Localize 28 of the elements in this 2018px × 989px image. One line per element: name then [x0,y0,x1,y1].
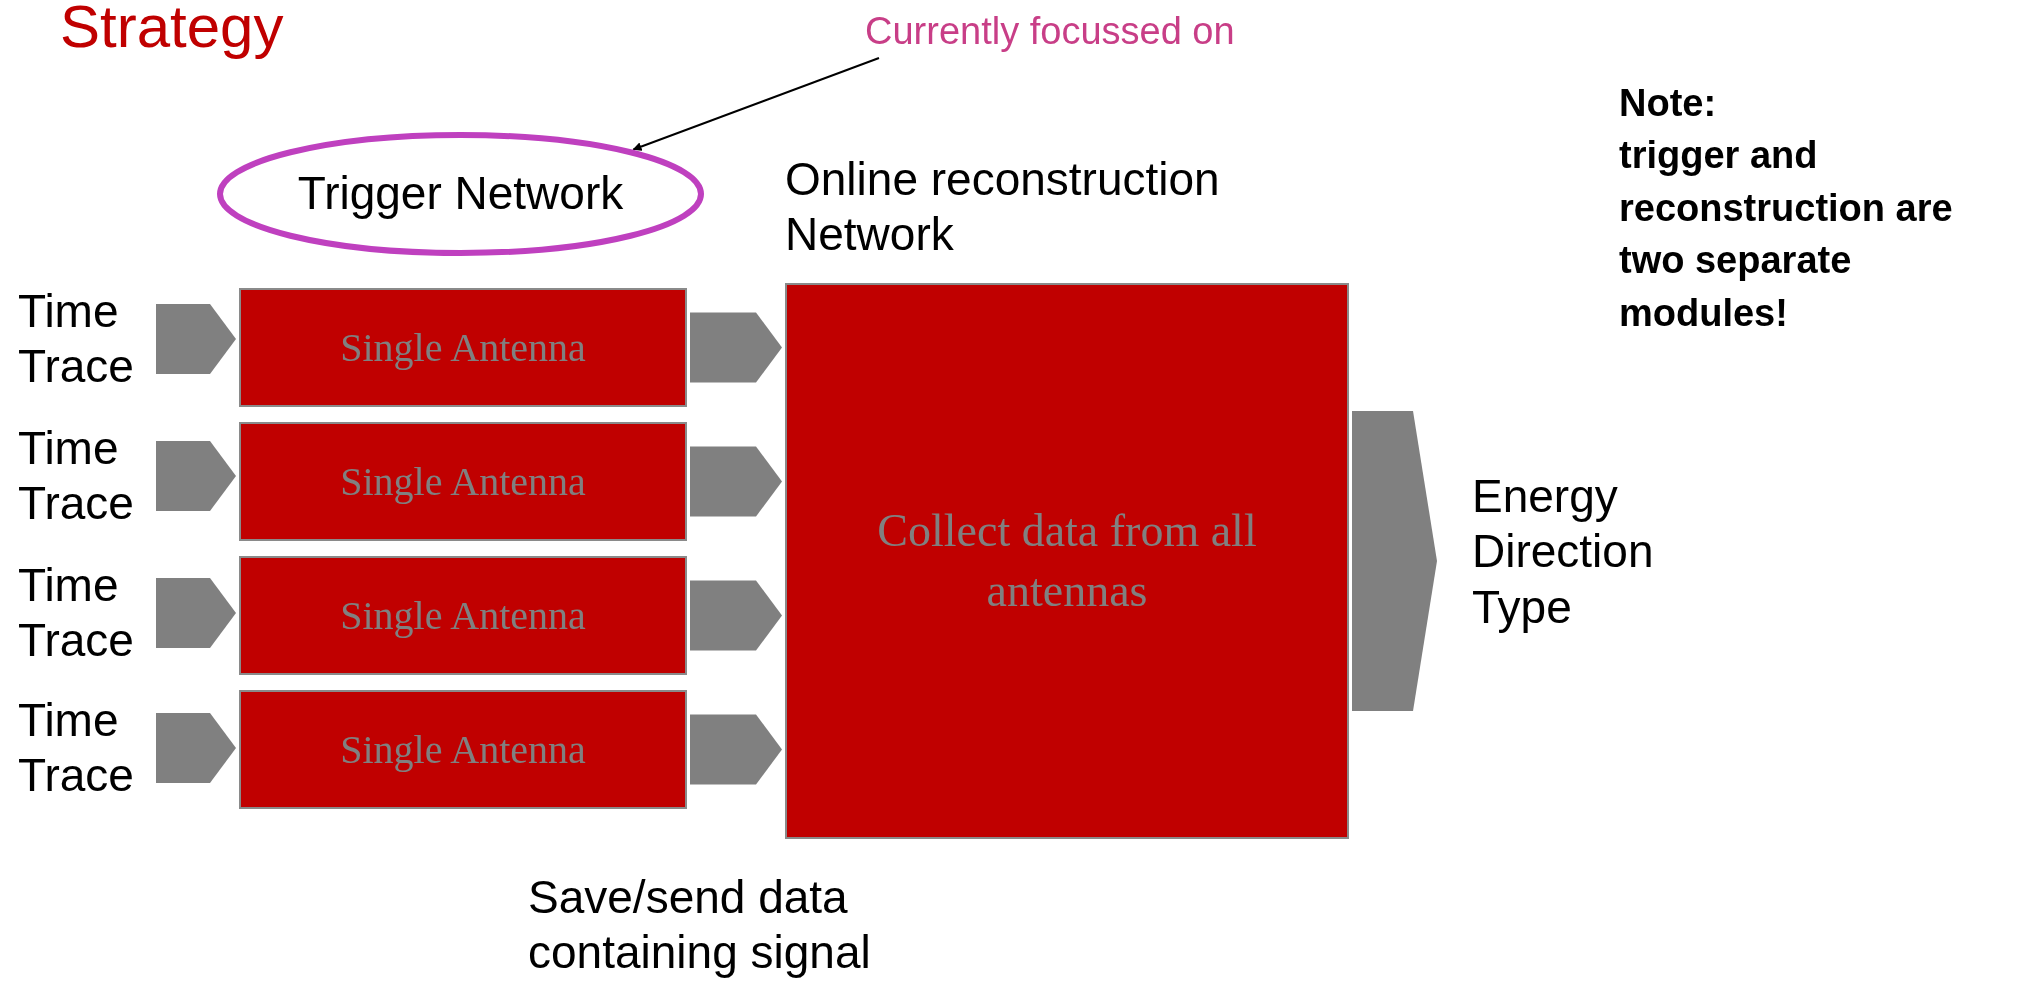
chevron-arrow [690,714,782,785]
chevron-arrow [156,578,236,648]
chevron-arrow [1352,411,1437,711]
note-text: trigger and reconstruction are two separate modules! [1619,133,1954,336]
chevron-arrow [156,441,236,511]
flow-text: Time Trace [18,557,135,668]
flow-text: Time Trace [18,283,135,394]
antenna-box: Single Antenna [239,556,687,675]
flow-text: Time Trace [18,420,135,531]
chevron-arrow [156,304,236,374]
chevron-arrow [690,312,782,383]
callout-text: Currently focussed on [865,9,1236,54]
antenna-box: Single Antenna [239,690,687,809]
reconstruction-panel: Collect data from all antennas [785,283,1349,839]
antenna-box: Single Antenna [239,422,687,541]
slide-title: Strategy [60,0,284,60]
caption-text: Save/send data containing signal [528,870,872,981]
highlight-ellipse [216,131,705,257]
antenna-box: Single Antenna [239,288,687,407]
network-title: Trigger Network [297,166,624,222]
flow-text: Time Trace [18,692,135,803]
chevron-arrow [156,713,236,783]
leader-line [632,57,880,151]
chevron-arrow [690,580,782,651]
chevron-arrow [690,446,782,517]
network-title: Online reconstruction Network [785,152,1221,263]
flow-text: Energy Direction Type [1471,469,1655,635]
note-text: Note: [1619,81,1718,126]
